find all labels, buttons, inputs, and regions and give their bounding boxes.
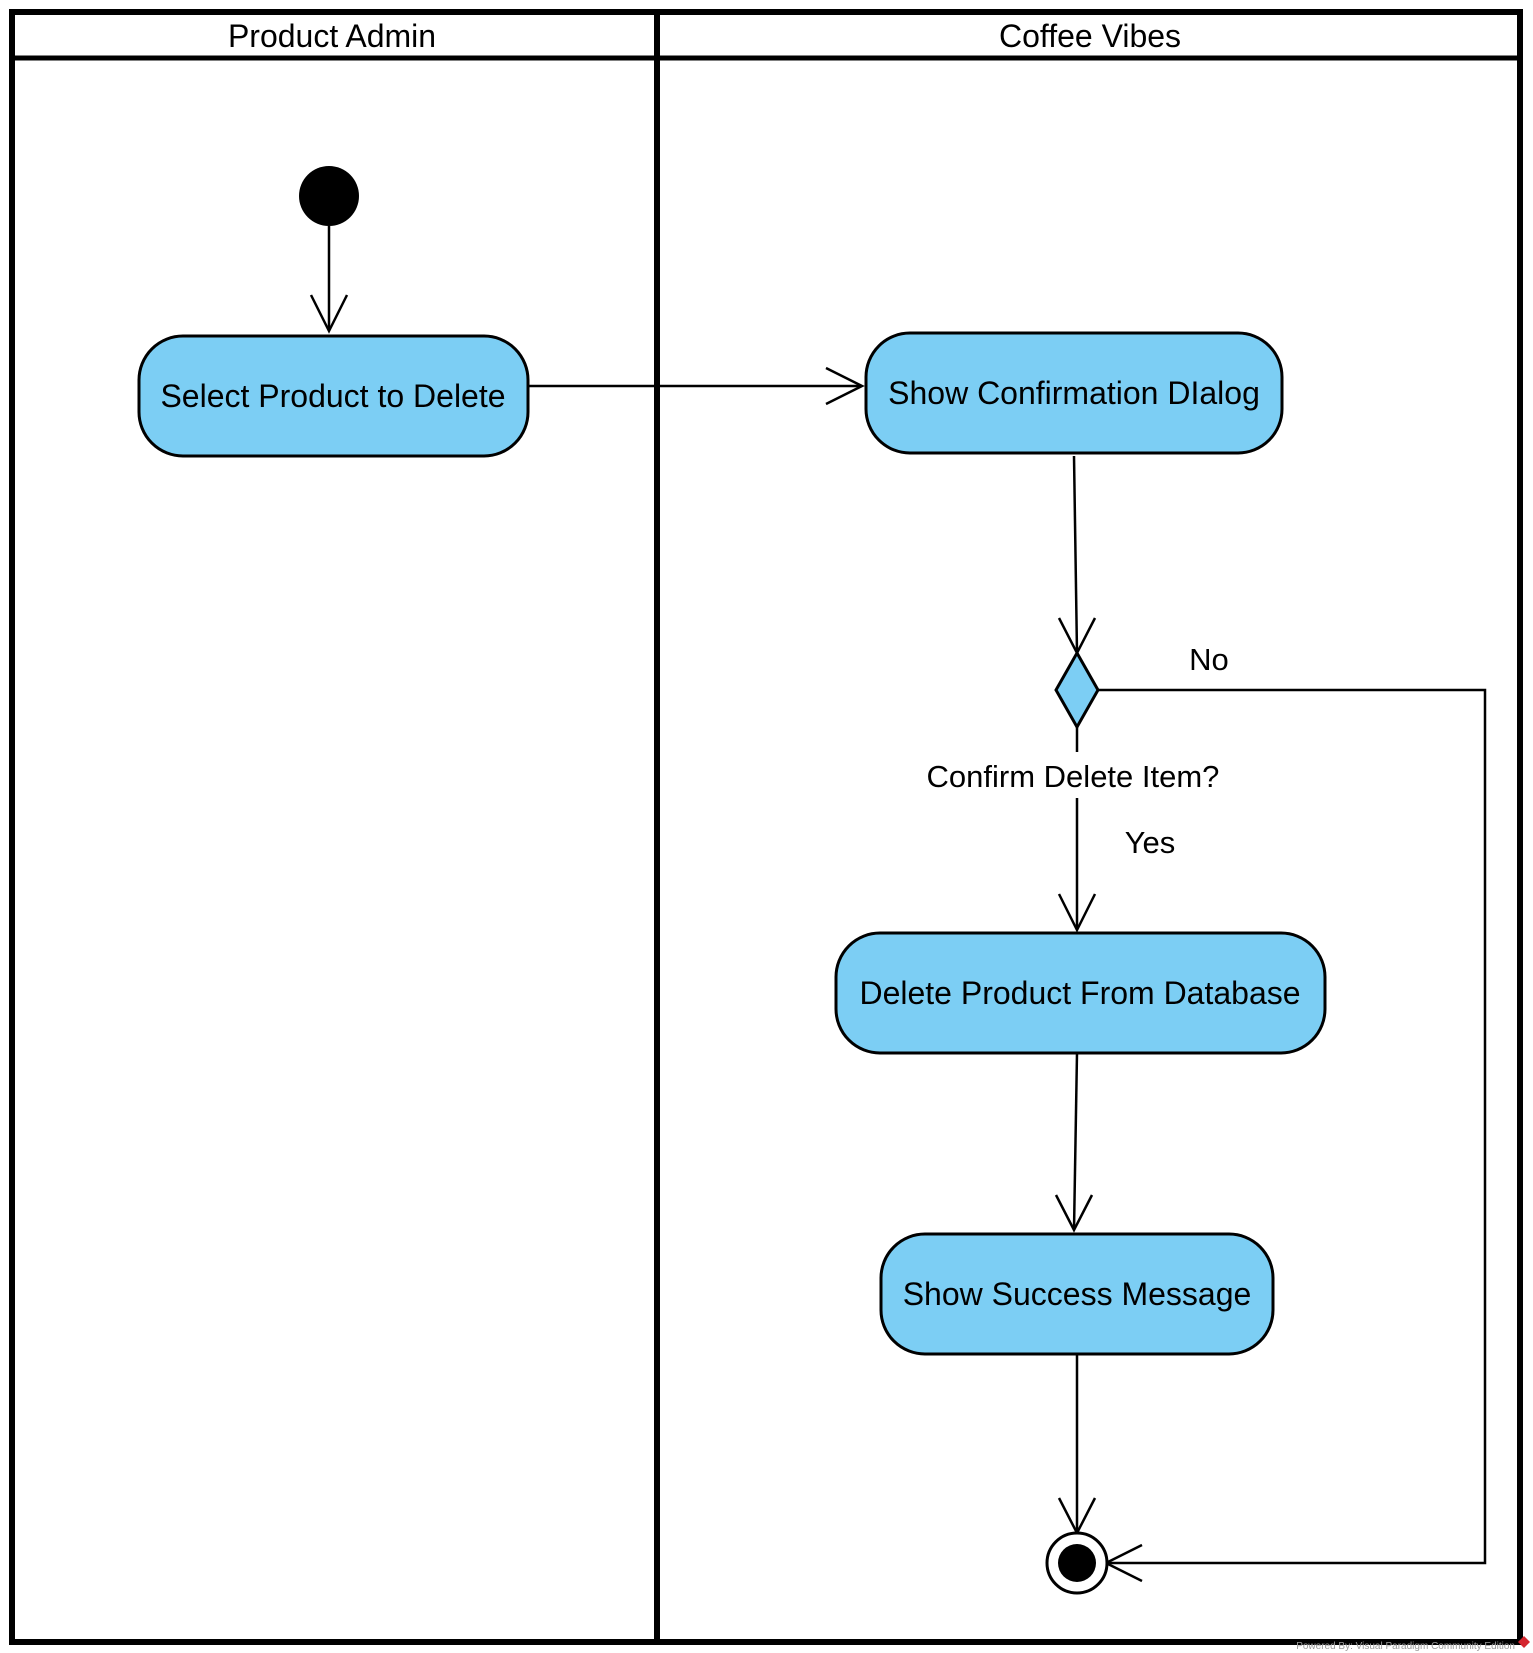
action-select-product [137,334,530,458]
flow-arrowhead [1057,893,1097,933]
initial-node [299,166,359,226]
guard-label-yes: Yes [1125,825,1176,860]
action-show-success-label: Show Success Message [903,1276,1252,1312]
decision-node [1054,649,1100,731]
watermark-logo-icon [1518,1636,1530,1648]
flow-arrowhead [1054,1194,1094,1233]
flow-confirmation-to-decision [1072,455,1079,654]
final-node [1058,1544,1096,1582]
swimlane-title-coffee-vibes: Coffee Vibes [999,18,1181,54]
action-delete-product [834,931,1327,1055]
watermark-text: Powered By: Visual Paradigm Community Ed… [1296,1641,1515,1652]
decision-question: Confirm Delete Item? [927,759,1220,794]
action-show-confirmation-label: Show Confirmation DIalog [888,375,1260,411]
action-select-product-label: Select Product to Delete [160,378,505,414]
guard-label-no: No [1189,642,1229,677]
flow-arrowhead [309,294,349,334]
swimlane-title-product-admin: Product Admin [228,18,436,54]
action-delete-product-label: Delete Product From Database [859,975,1300,1011]
flow-arrowhead [825,366,865,406]
flow-delete-to-success [1072,1052,1079,1231]
action-show-confirmation [864,331,1284,455]
flow-decision-no [1098,688,1487,1565]
swimlane-frame [9,9,1523,1645]
